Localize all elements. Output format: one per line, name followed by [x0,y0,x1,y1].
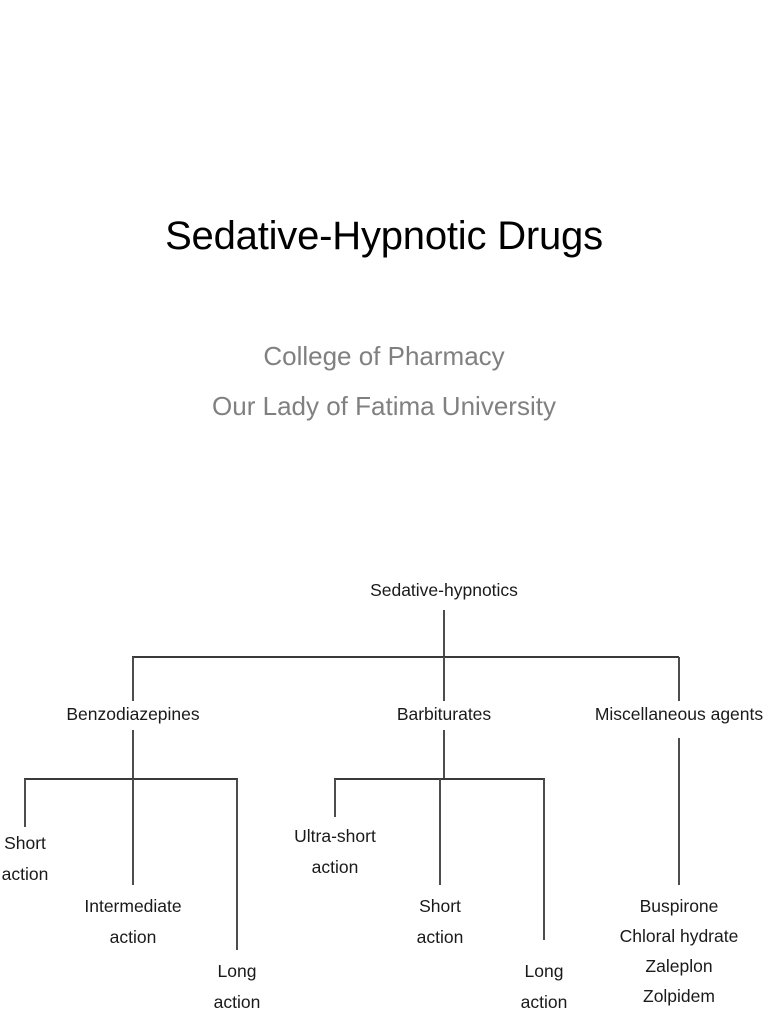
node-agent-chloral-hydrate: Chloral hydrate [620,926,739,946]
node-benzo-long-action-line2: action [214,992,261,1012]
subtitle-line-university: Our Lady of Fatima University [212,391,556,421]
page-title: Sedative-Hypnotic Drugs [165,214,603,258]
node-barb-short-action-line1: Short [419,896,461,916]
node-barb-ultra-short-action-line1: Ultra-short [294,826,376,846]
node-barb-long-action-line2: action [521,992,568,1012]
node-benzo-short-action-line1: Short [4,833,46,853]
subtitle-line-college: College of Pharmacy [263,341,505,371]
node-agent-buspirone: Buspirone [640,896,719,916]
node-sedative-hypnotics: Sedative-hypnotics [370,580,518,600]
node-miscellaneous-agents: Miscellaneous agents [595,704,764,724]
slide-subtitle: College of Pharmacy Our Lady of Fatima U… [0,331,768,431]
node-benzo-long-action-line1: Long [218,961,257,981]
node-barb-ultra-short-action-line2: action [312,857,359,877]
node-benzo-intermediate-action-line1: Intermediate [84,896,181,916]
node-benzo-short-action-line2: action [2,864,49,884]
node-benzodiazepines: Benzodiazepines [66,704,200,724]
node-agent-zaleplon: Zaleplon [645,956,712,976]
node-agent-zolpidem: Zolpidem [643,986,715,1006]
node-barb-long-action-line1: Long [525,961,564,981]
node-barbiturates: Barbiturates [397,704,492,724]
sedative-hypnotics-tree-diagram: Sedative-hypnotics Benzodiazepines Barbi… [0,555,768,1024]
node-barb-short-action-line2: action [417,927,464,947]
node-benzo-intermediate-action-line2: action [110,927,157,947]
